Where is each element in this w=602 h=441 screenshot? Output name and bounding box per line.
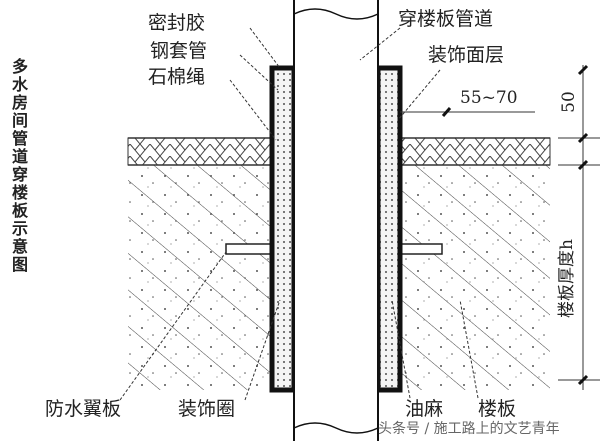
label-waterproof-wing: 防水翼板 — [45, 398, 122, 420]
label-dim-50: 50 — [558, 91, 579, 113]
diagram-title: 多水房间管道穿楼板示意图 — [12, 57, 29, 274]
label-asbestos-rope: 石棉绳 — [148, 66, 206, 88]
label-floor-slab: 楼板 — [478, 398, 517, 420]
label-decor-ring: 装饰圈 — [178, 398, 236, 420]
label-finish-layer: 装饰面层 — [428, 44, 505, 66]
watermark: 头条号 / 施工路上的文艺青年 — [378, 421, 560, 437]
through-pipe — [294, 0, 378, 441]
label-through-pipe: 穿楼板管道 — [398, 8, 494, 30]
label-sealant: 密封胶 — [148, 12, 206, 34]
label-slab-thickness: 楼板厚度h — [556, 239, 577, 318]
label-oakum: 油麻 — [405, 398, 444, 420]
label-steel-sleeve: 钢套管 — [150, 40, 208, 62]
steel-sleeve-left — [269, 65, 297, 393]
waterproof-wing-right — [397, 243, 443, 255]
waterproof-wing-left — [225, 243, 275, 255]
label-dim-55-70: 55~70 — [460, 88, 518, 108]
steel-sleeve-right — [375, 65, 403, 393]
